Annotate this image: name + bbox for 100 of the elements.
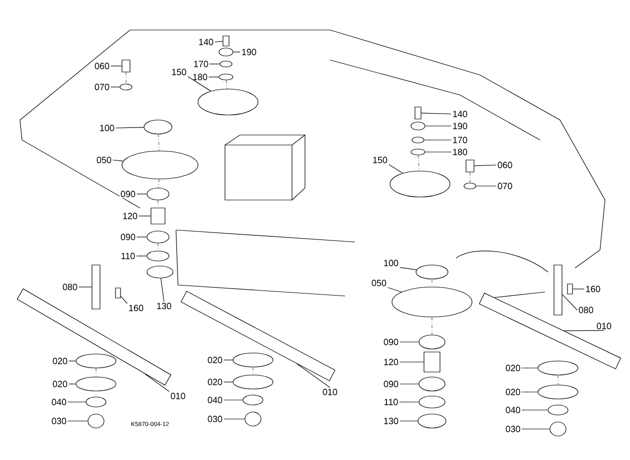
callout-number: 110 [382, 398, 400, 406]
callout-number: 020 [504, 388, 522, 396]
ring [418, 396, 446, 408]
callout-number: 070 [496, 182, 514, 190]
leader-line [388, 287, 402, 292]
callout-number: 070 [94, 82, 111, 92]
bolt [414, 106, 422, 120]
washer [120, 84, 132, 90]
leader-line [160, 278, 164, 302]
leader-line [136, 236, 147, 238]
callout-number: 130 [156, 302, 173, 310]
bearing [144, 120, 172, 134]
washer [538, 384, 578, 400]
washer [218, 74, 234, 80]
leader-line [296, 363, 330, 388]
callout-number: 100 [382, 258, 400, 268]
center-line [158, 134, 160, 151]
leader-line [522, 428, 550, 430]
seal [146, 266, 174, 278]
bearing [146, 188, 170, 200]
leader-line [562, 294, 578, 310]
key [567, 284, 573, 294]
spacer [150, 208, 166, 224]
nut [218, 48, 234, 56]
nut [410, 122, 426, 130]
spacer [424, 352, 440, 372]
callout-number: 060 [496, 160, 514, 170]
washer [412, 136, 424, 144]
callout-number: 030 [504, 424, 522, 434]
callout-number: 190 [452, 122, 468, 130]
callout-number: 040 [504, 406, 522, 414]
spindle-housing [392, 286, 472, 318]
leader-line [421, 112, 452, 114]
bearing [146, 230, 170, 244]
callout-number: 160 [128, 304, 144, 312]
callout-number: 120 [382, 358, 400, 366]
callout-number: 090 [120, 190, 137, 198]
callout-number: 160 [584, 284, 602, 294]
leader-line [112, 160, 124, 162]
bearing [416, 264, 448, 280]
washer [86, 396, 106, 408]
washer [410, 148, 426, 156]
callout-number: 010 [322, 388, 338, 396]
shaft [92, 264, 100, 310]
callout-number: 020 [52, 356, 69, 366]
callout-number: 140 [452, 110, 468, 118]
leader-line [564, 330, 604, 332]
callout-number: 190 [240, 48, 258, 56]
leader-line [78, 286, 92, 288]
bearing [418, 376, 446, 392]
leader-line [120, 296, 128, 304]
callout-number: 080 [578, 306, 594, 314]
washer [76, 376, 116, 392]
callout-number: 120 [122, 212, 139, 220]
nut [550, 422, 566, 436]
leader-line [110, 86, 120, 88]
washer [464, 182, 476, 190]
callout-number: 020 [206, 356, 224, 364]
washer [242, 394, 264, 406]
callout-number: 080 [62, 282, 79, 292]
callout-number: 090 [120, 232, 137, 242]
callout-number: 090 [382, 338, 400, 346]
bolt [466, 160, 474, 172]
leader-line [224, 418, 245, 420]
callout-number: 010 [170, 392, 186, 400]
callout-number: 100 [98, 124, 116, 132]
seal [418, 414, 446, 428]
center-line [226, 80, 228, 89]
callout-number: 020 [206, 378, 224, 386]
callout-number: 150 [372, 156, 388, 164]
leader-line [474, 164, 496, 166]
callout-number: 030 [206, 414, 224, 424]
leader-line [214, 41, 223, 42]
callout-number: 110 [120, 252, 136, 260]
callout-number: 060 [94, 62, 111, 70]
leader-line [68, 360, 76, 362]
callout-number: 150 [170, 68, 188, 76]
callout-number: 090 [382, 380, 400, 388]
washer [232, 374, 274, 390]
leader-line [388, 164, 403, 174]
callout-number: 020 [504, 364, 522, 372]
leader-line [188, 76, 212, 92]
key [115, 288, 121, 298]
center-line [158, 179, 160, 188]
bearing [418, 334, 446, 350]
washer [538, 360, 578, 376]
bolt [122, 60, 130, 72]
leader-line [144, 374, 170, 392]
callout-number: 020 [52, 380, 69, 388]
washer [76, 354, 116, 368]
nut [88, 414, 104, 428]
washer [548, 404, 568, 416]
callout-number: 050 [96, 156, 113, 164]
leader-line [572, 288, 584, 290]
callout-number: 180 [192, 72, 208, 82]
callout-number: 180 [452, 148, 468, 156]
leader-line [68, 420, 88, 422]
callout-number: 140 [198, 38, 215, 46]
callout-number: 130 [382, 416, 400, 426]
callout-number: 040 [206, 396, 224, 404]
